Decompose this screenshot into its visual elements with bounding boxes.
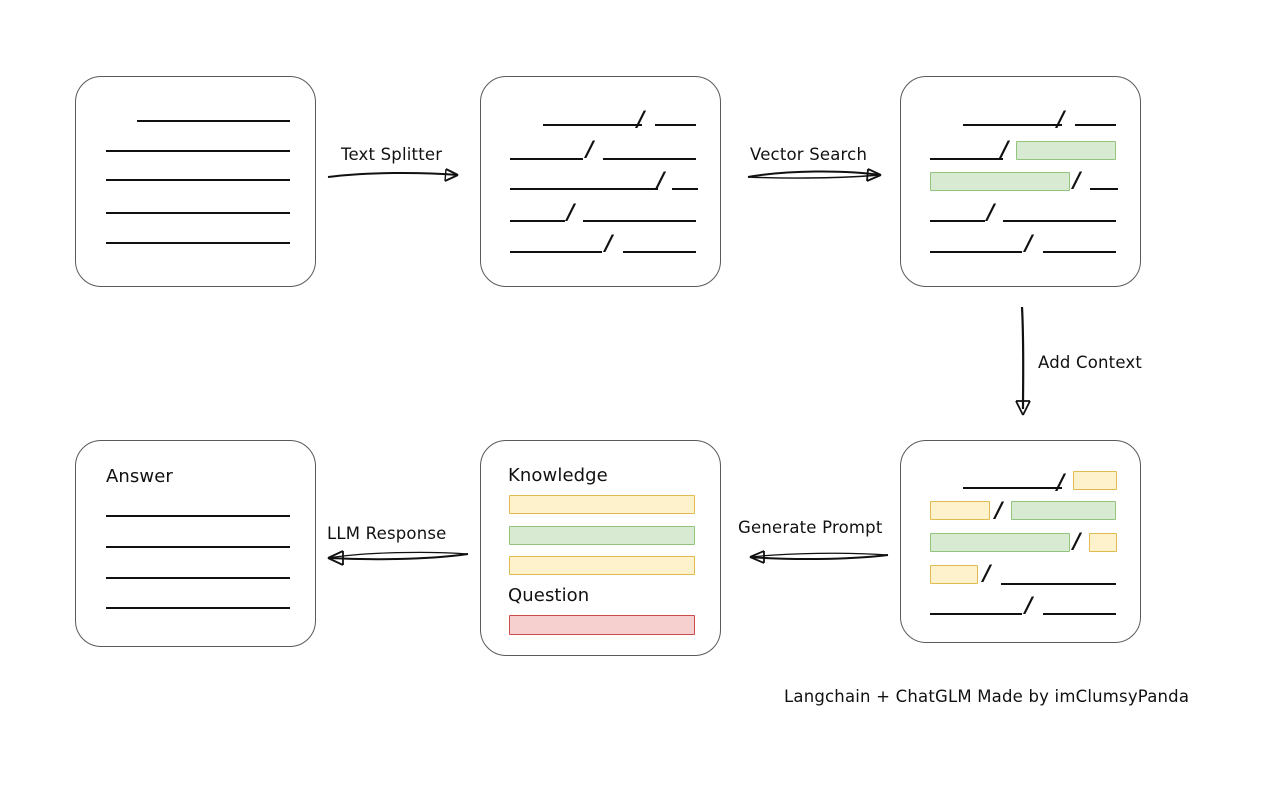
- highlight-chunk-green: [1016, 141, 1116, 160]
- edge-label-text-splitter: Text Splitter: [341, 145, 443, 164]
- node-answer[interactable]: Answer: [75, 440, 316, 647]
- text-line: [106, 179, 290, 181]
- arrow-generate-prompt: [749, 550, 889, 564]
- text-line: [1003, 220, 1116, 222]
- text-line: [963, 124, 1062, 126]
- chunk-separator: /: [987, 200, 995, 224]
- text-line: [930, 220, 985, 222]
- text-line: [106, 212, 290, 214]
- text-line: [930, 613, 1022, 615]
- arrow-add-context: [1015, 306, 1031, 416]
- edge-label-vector-search: Vector Search: [750, 145, 868, 164]
- chunk-separator: /: [995, 498, 1003, 522]
- arrow-vector-search: [747, 168, 882, 182]
- question-chip-red: [509, 615, 695, 635]
- text-line: [930, 158, 1003, 160]
- arrow-llm-response: [327, 550, 469, 566]
- text-line: [106, 607, 290, 609]
- text-line: [510, 251, 602, 253]
- text-line: [106, 150, 290, 152]
- highlight-chunk-green: [1011, 501, 1116, 520]
- chunk-separator: /: [1057, 470, 1065, 494]
- footer-credit: Langchain + ChatGLM Made by imClumsyPand…: [784, 687, 1190, 706]
- text-line: [1001, 583, 1116, 585]
- chunk-separator: /: [567, 200, 575, 224]
- text-line: [603, 158, 696, 160]
- chunk-separator: /: [1025, 593, 1033, 617]
- text-line: [623, 251, 696, 253]
- highlight-chunk-yellow: [930, 565, 978, 584]
- node-context-document[interactable]: / / / / /: [900, 440, 1141, 643]
- text-line: [1043, 613, 1116, 615]
- prompt-knowledge-heading: Knowledge: [508, 465, 608, 486]
- chunk-separator: /: [605, 231, 613, 255]
- node-matched-chunks[interactable]: / / / / /: [900, 76, 1141, 287]
- answer-heading: Answer: [106, 466, 173, 487]
- chunk-separator: /: [1025, 231, 1033, 255]
- highlight-chunk-green: [930, 533, 1070, 552]
- highlight-chunk-green: [930, 172, 1070, 191]
- text-line: [543, 124, 642, 126]
- chunk-separator: /: [1073, 168, 1081, 192]
- text-line: [510, 158, 583, 160]
- text-line: [106, 242, 290, 244]
- text-line: [106, 515, 290, 517]
- chunk-separator: /: [1073, 529, 1081, 553]
- knowledge-chip-green: [509, 526, 695, 545]
- chunk-separator: /: [1001, 137, 1009, 161]
- text-line: [930, 251, 1022, 253]
- chunk-separator: /: [983, 561, 991, 585]
- knowledge-chip-yellow: [509, 556, 695, 575]
- text-line: [655, 124, 696, 126]
- text-line: [1043, 251, 1116, 253]
- node-split-chunks[interactable]: / / / / /: [480, 76, 721, 287]
- highlight-chunk-yellow: [930, 501, 990, 520]
- text-line: [137, 120, 290, 122]
- highlight-chunk-yellow: [1073, 471, 1117, 490]
- text-line: [510, 188, 658, 190]
- text-line: [672, 188, 698, 190]
- node-source-document[interactable]: [75, 76, 316, 287]
- node-prompt[interactable]: Knowledge Question: [480, 440, 721, 656]
- text-line: [1090, 188, 1118, 190]
- text-line: [963, 487, 1062, 489]
- text-line: [106, 577, 290, 579]
- edge-label-generate-prompt: Generate Prompt: [738, 518, 883, 537]
- text-line: [106, 546, 290, 548]
- arrow-text-splitter: [327, 168, 459, 182]
- chunk-separator: /: [637, 107, 645, 131]
- text-line: [510, 220, 565, 222]
- chunk-separator: /: [657, 168, 665, 192]
- edge-label-add-context: Add Context: [1038, 353, 1143, 372]
- text-line: [1075, 124, 1116, 126]
- edge-label-llm-response: LLM Response: [327, 524, 447, 543]
- highlight-chunk-yellow: [1089, 533, 1117, 552]
- prompt-question-heading: Question: [508, 585, 590, 606]
- chunk-separator: /: [1057, 107, 1065, 131]
- chunk-separator: /: [586, 137, 594, 161]
- text-line: [583, 220, 696, 222]
- knowledge-chip-yellow: [509, 495, 695, 514]
